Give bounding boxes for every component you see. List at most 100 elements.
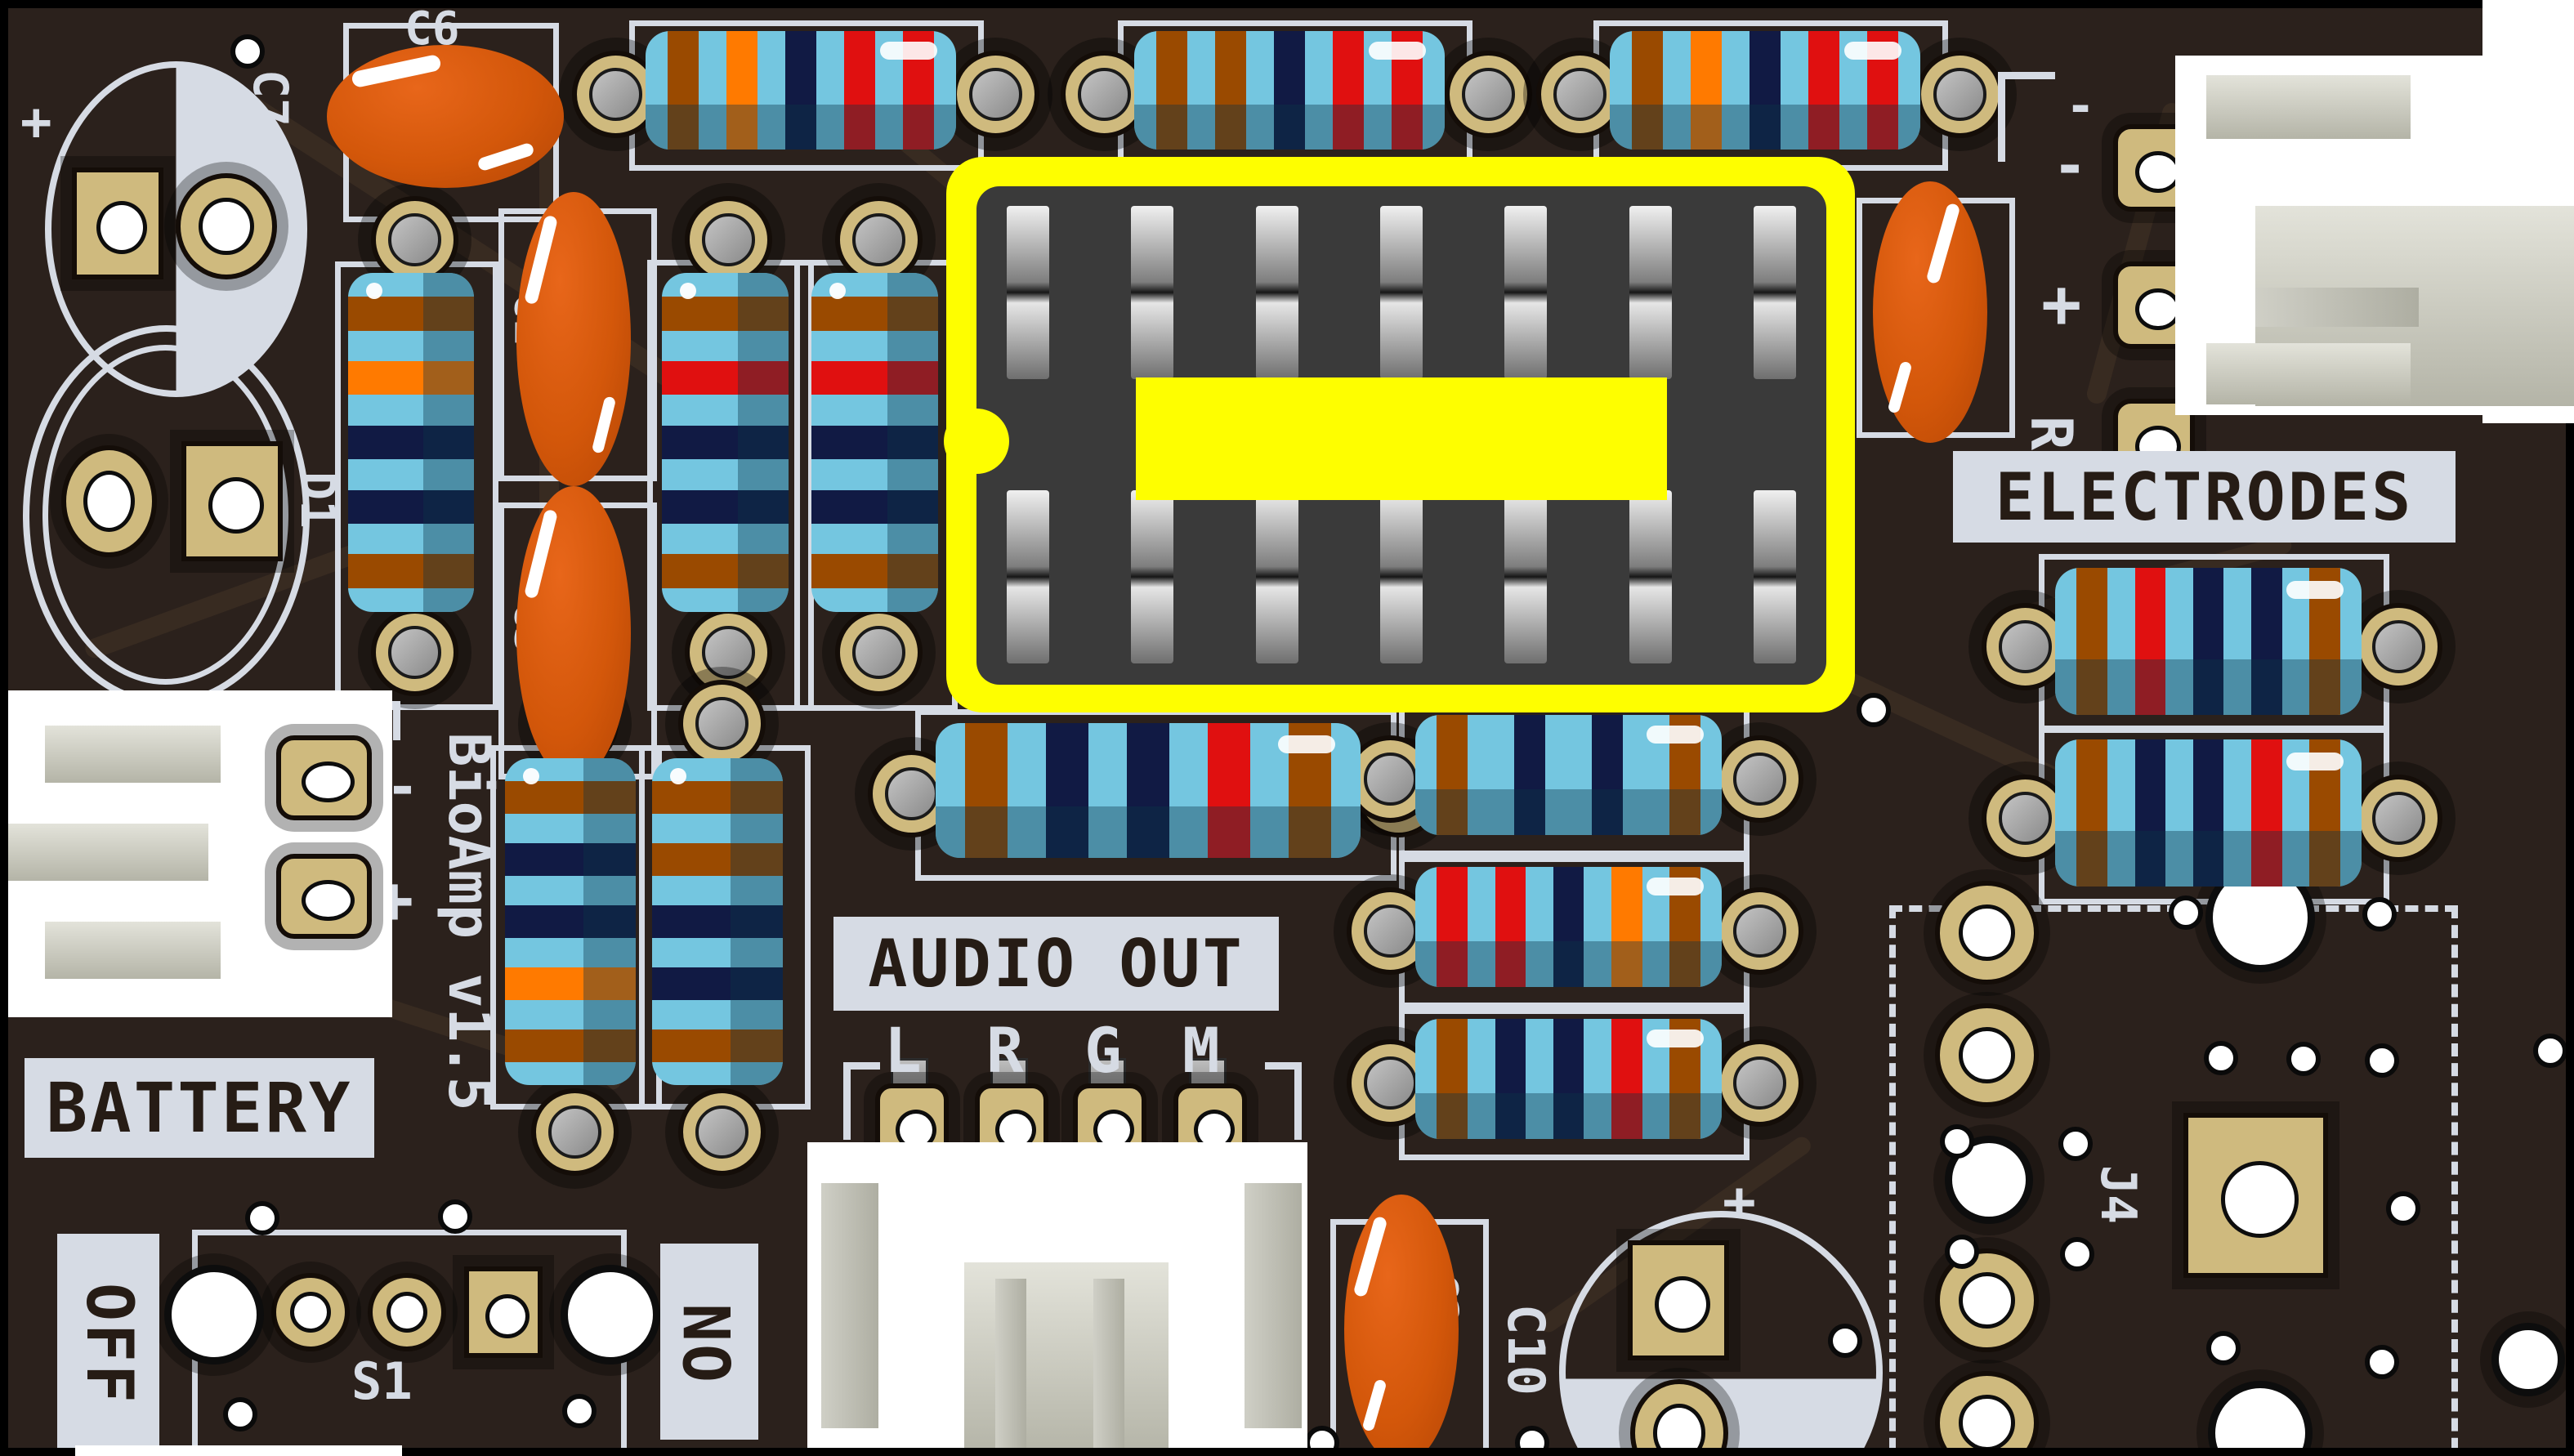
audio-pin-l: L <box>884 1014 922 1087</box>
ic-socket-contact <box>1131 206 1174 379</box>
board-edge-cutout <box>75 1445 402 1456</box>
via-hole <box>1857 693 1891 727</box>
resistor-top-1 <box>646 31 956 150</box>
resistor-band-brown <box>667 31 699 150</box>
ic-socket-contact <box>1379 206 1423 379</box>
resistor-band-navy <box>1127 723 1169 858</box>
resistor-top-3 <box>1610 31 1920 150</box>
via-hole <box>223 1397 257 1431</box>
resistor-band-navy <box>1553 1019 1584 1139</box>
resistor-band-brown <box>1437 715 1468 835</box>
resistor-band-brown <box>811 297 938 331</box>
via-hole <box>1945 1235 1979 1269</box>
resistor-band-red <box>662 360 789 395</box>
via-hole <box>1305 1426 1339 1456</box>
resistor-band-navy <box>662 489 789 525</box>
resistor-lower-v1 <box>505 758 636 1085</box>
ic-socket-contact <box>1753 206 1796 379</box>
audio-pin-m: M <box>1182 1014 1220 1087</box>
resistor-band-red <box>811 360 938 395</box>
electrodes-label: ELECTRODES <box>1953 451 2456 543</box>
resistor-pad <box>2355 603 2442 690</box>
resistor-band-red <box>1333 31 1365 150</box>
via-hole <box>2533 1034 2567 1068</box>
resistor-band-brown <box>348 554 474 588</box>
ic-socket-contact <box>1007 490 1049 663</box>
resistor-band-navy <box>652 967 783 1000</box>
via-hole <box>2362 897 2397 931</box>
resistor-band-navy <box>785 31 816 150</box>
ic-socket-contact <box>1379 490 1423 663</box>
via-hole <box>2365 1345 2399 1379</box>
resistor-band-brown <box>2076 568 2107 715</box>
via-hole <box>2365 1043 2399 1078</box>
on-label: ON <box>660 1244 758 1440</box>
capacitor-c3 <box>516 486 631 780</box>
resistor-band-red <box>1207 723 1250 858</box>
via-hole <box>1828 1324 1862 1358</box>
ic-socket-contact <box>1504 206 1548 379</box>
electrode-pin1-mark: - <box>2066 78 2096 135</box>
j4-square-pad <box>2183 1113 2328 1278</box>
resistor-band-brown <box>1288 723 1331 858</box>
designator-s1: S1 <box>351 1351 413 1411</box>
resistor-band-brown <box>1669 1019 1700 1139</box>
j4-hole <box>1945 1136 2033 1224</box>
switch-pad-square <box>464 1266 543 1358</box>
c7-pad-positive <box>72 167 163 279</box>
resistor-electrodes-1 <box>2055 568 2362 715</box>
resistor-left-v2 <box>662 273 789 612</box>
battery-label: BATTERY <box>25 1058 374 1158</box>
ic-socket-contacts-bottom <box>1007 490 1796 663</box>
via-hole <box>1940 1124 1974 1159</box>
resistor-stack-2 <box>1415 867 1722 987</box>
designator-d1: D1 <box>290 471 346 529</box>
resistor-band-red <box>1495 867 1526 987</box>
resistor-stack-1 <box>1415 715 1722 835</box>
c7-pad-negative <box>176 173 277 279</box>
resistor-pad <box>2355 775 2442 862</box>
via-hole <box>562 1394 597 1428</box>
via-hole <box>2206 1331 2241 1365</box>
resistor-pad <box>1716 735 1803 823</box>
switch-mount-hole <box>561 1265 660 1364</box>
resistor-electrodes-2 <box>2055 739 2362 887</box>
resistor-top-2 <box>1134 31 1445 150</box>
resistor-left-v3 <box>811 273 938 612</box>
d1-pad-square <box>181 441 283 561</box>
resistor-pad <box>678 1088 766 1176</box>
capacitor-c1 <box>516 192 631 486</box>
capacitor-c2 <box>1344 1195 1459 1456</box>
resistor-band-orange <box>348 360 474 395</box>
resistor-band-navy <box>811 489 938 525</box>
resistor-mid <box>936 723 1361 858</box>
via-hole <box>2386 1191 2420 1226</box>
resistor-band-brown <box>1214 31 1246 150</box>
resistor-band-brown <box>2076 739 2107 887</box>
resistor-band-navy <box>1514 715 1545 835</box>
resistor-band-navy <box>1274 31 1305 150</box>
resistor-band-navy <box>505 905 636 938</box>
resistor-band-brown <box>505 781 636 814</box>
resistor-band-orange <box>726 31 757 150</box>
resistor-band-navy <box>2192 739 2224 887</box>
resistor-band-brown <box>652 1029 783 1062</box>
resistor-band-navy <box>348 489 474 525</box>
ic-socket-contacts-top <box>1007 206 1796 379</box>
resistor-pad <box>835 196 923 284</box>
resistor-pad <box>1716 1039 1803 1127</box>
resistor-band-brown <box>1669 867 1700 987</box>
resistor-band-orange <box>1690 31 1722 150</box>
via-hole <box>2286 1042 2321 1076</box>
c10-plus-mark: + <box>1723 1170 1756 1235</box>
resistor-pad <box>1536 51 1624 138</box>
resistor-pad <box>531 1088 619 1176</box>
via-hole <box>2204 1041 2238 1075</box>
resistor-band-navy <box>2192 568 2224 715</box>
resistor-band-red <box>903 31 935 150</box>
audio-out-label: AUDIO OUT <box>833 917 1279 1011</box>
resistor-band-brown <box>965 723 1008 858</box>
resistor-band-red <box>1611 1019 1642 1139</box>
resistor-pad <box>685 196 772 284</box>
resistor-stack-3 <box>1415 1019 1722 1139</box>
